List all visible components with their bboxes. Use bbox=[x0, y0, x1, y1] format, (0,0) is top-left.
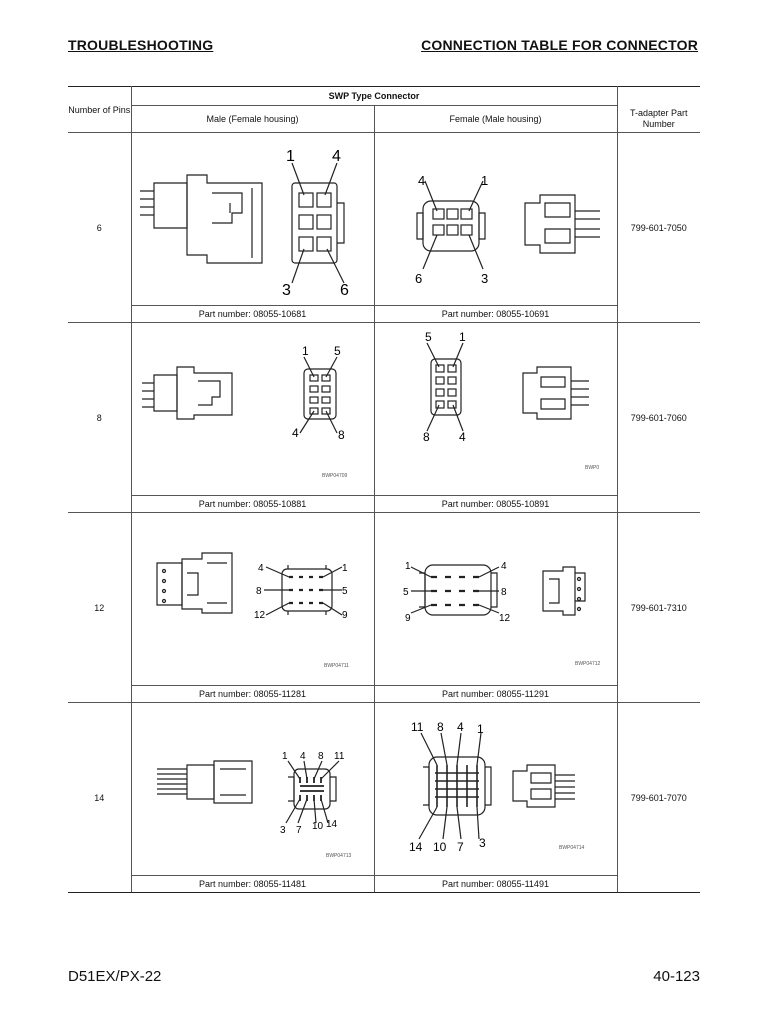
col-header-male: Male (Female housing) bbox=[130, 105, 375, 133]
male-part-14: Part number: 08055-11481 bbox=[130, 875, 375, 893]
model-number: D51EX/PX-22 bbox=[68, 968, 162, 985]
male-6-pin-4: 4 bbox=[332, 148, 341, 165]
pins-6: 6 bbox=[68, 132, 132, 323]
tadapter-14: 799-601-7070 bbox=[616, 702, 700, 893]
female-14-pin-3: 3 bbox=[479, 836, 486, 850]
page-number: 40-123 bbox=[653, 968, 700, 985]
female-6-pin-4: 4 bbox=[418, 173, 425, 188]
col-header-tadapter: T-adapter Part Number bbox=[616, 105, 700, 133]
female-12-figure-code: BWP04712 bbox=[575, 661, 601, 667]
col-header-pins: Number of Pins bbox=[68, 86, 132, 133]
female-connector-12-drawing: 1 4 5 8 9 12 BWP04712 bbox=[373, 512, 618, 686]
male-14-figure-code: BWP04713 bbox=[326, 853, 352, 859]
female-8-pin-5: 5 bbox=[425, 330, 432, 344]
tadapter-12: 799-601-7310 bbox=[616, 512, 700, 703]
female-8-pin-8: 8 bbox=[423, 430, 430, 444]
male-8-figure-code: BWP04709 bbox=[322, 473, 348, 479]
male-14-pin-1: 1 bbox=[282, 751, 288, 762]
male-12-pin-4: 4 bbox=[258, 563, 264, 574]
section-title: TROUBLESHOOTING bbox=[68, 37, 214, 53]
female-part-12: Part number: 08055-11291 bbox=[373, 685, 618, 703]
male-part-6: Part number: 08055-10681 bbox=[130, 305, 375, 323]
male-6-pin-1: 1 bbox=[286, 148, 295, 165]
female-14-pin-1: 1 bbox=[477, 722, 484, 736]
male-6-pin-3: 3 bbox=[282, 282, 291, 299]
male-14-pin-11: 11 bbox=[334, 751, 345, 762]
male-14-pin-14: 14 bbox=[326, 819, 338, 830]
female-14-pin-10: 10 bbox=[433, 840, 447, 854]
female-connector-12-diagram: 1 4 5 8 9 12 BWP04712 bbox=[403, 561, 601, 667]
male-12-pin-12: 12 bbox=[254, 610, 266, 621]
male-connector-12-diagram: 4 1 8 5 12 9 BWP04711 bbox=[155, 552, 349, 669]
female-connector-14-drawing: 11 8 4 1 14 10 7 3 BWP04714 bbox=[373, 702, 618, 876]
male-8-pin-8: 8 bbox=[338, 428, 345, 442]
female-14-pin-7: 7 bbox=[457, 840, 464, 854]
connector-table: Number of Pins SWP Type Connector Male (… bbox=[68, 86, 700, 893]
male-connector-6-diagram: 1 4 3 6 bbox=[139, 148, 349, 299]
female-6-pin-6: 6 bbox=[415, 271, 422, 286]
female-part-6: Part number: 08055-10691 bbox=[373, 305, 618, 323]
male-connector-14-diagram: 1 4 8 11 3 7 10 14 BWP04713 bbox=[156, 751, 352, 859]
male-14-pin-4: 4 bbox=[300, 751, 306, 762]
female-connector-8-drawing: 5 1 8 4 BWP0 bbox=[373, 322, 618, 496]
col-header-female: Female (Male housing) bbox=[373, 105, 618, 133]
female-part-8: Part number: 08055-10891 bbox=[373, 495, 618, 513]
male-8-pin-5: 5 bbox=[334, 344, 341, 358]
col-header-swp: SWP Type Connector bbox=[130, 86, 618, 106]
tadapter-6: 799-601-7050 bbox=[616, 132, 700, 323]
male-14-pin-10: 10 bbox=[312, 821, 324, 832]
male-8-pin-4: 4 bbox=[292, 426, 299, 440]
pins-12: 12 bbox=[68, 512, 132, 703]
male-14-pin-8: 8 bbox=[318, 751, 324, 762]
female-12-pin-9: 9 bbox=[405, 613, 411, 624]
female-connector-6-drawing: 4 1 6 3 bbox=[373, 132, 618, 306]
female-12-pin-4: 4 bbox=[501, 561, 507, 572]
pins-14: 14 bbox=[68, 702, 132, 893]
female-14-pin-14: 14 bbox=[409, 840, 423, 854]
male-14-pin-3: 3 bbox=[280, 825, 286, 836]
female-14-pin-11: 11 bbox=[411, 720, 424, 734]
tadapter-8: 799-601-7060 bbox=[616, 322, 700, 513]
female-connector-8-diagram: 5 1 8 4 BWP0 bbox=[423, 330, 599, 471]
male-12-pin-5: 5 bbox=[342, 586, 348, 597]
female-12-pin-12: 12 bbox=[499, 613, 511, 624]
female-6-pin-1: 1 bbox=[481, 173, 488, 188]
female-12-pin-8: 8 bbox=[501, 587, 507, 598]
female-8-figure-code: BWP0 bbox=[585, 465, 599, 471]
male-connector-8-diagram: 1 5 4 8 BWP04709 bbox=[141, 344, 348, 479]
pins-8: 8 bbox=[68, 322, 132, 513]
male-14-pin-7: 7 bbox=[296, 825, 302, 836]
female-14-pin-4: 4 bbox=[457, 720, 464, 734]
male-12-pin-1: 1 bbox=[342, 563, 348, 574]
male-connector-6-drawing: 1 4 3 6 bbox=[130, 132, 375, 306]
female-14-pin-8: 8 bbox=[437, 720, 444, 734]
male-12-figure-code: BWP04711 bbox=[324, 663, 349, 669]
female-14-figure-code: BWP04714 bbox=[559, 845, 585, 851]
female-12-pin-1: 1 bbox=[405, 561, 411, 572]
page-title: CONNECTION TABLE FOR CONNECTOR bbox=[421, 37, 698, 53]
male-6-pin-6: 6 bbox=[340, 282, 349, 299]
female-part-14: Part number: 08055-11491 bbox=[373, 875, 618, 893]
male-12-pin-8: 8 bbox=[256, 586, 262, 597]
female-connector-14-diagram: 11 8 4 1 14 10 7 3 BWP04714 bbox=[409, 720, 585, 854]
male-12-pin-9: 9 bbox=[342, 610, 348, 621]
female-connector-6-diagram: 4 1 6 3 bbox=[415, 173, 600, 286]
male-part-8: Part number: 08055-10881 bbox=[130, 495, 375, 513]
male-8-pin-1: 1 bbox=[302, 344, 309, 358]
female-8-pin-1: 1 bbox=[459, 330, 466, 344]
female-12-pin-5: 5 bbox=[403, 587, 409, 598]
female-6-pin-3: 3 bbox=[481, 271, 488, 286]
male-connector-14-drawing: 1 4 8 11 3 7 10 14 BWP04713 bbox=[130, 702, 375, 876]
male-connector-8-drawing: 1 5 4 8 BWP04709 bbox=[130, 322, 375, 496]
male-part-12: Part number: 08055-11281 bbox=[130, 685, 375, 703]
female-8-pin-4: 4 bbox=[459, 430, 466, 444]
male-connector-12-drawing: 4 1 8 5 12 9 BWP04711 bbox=[130, 512, 375, 686]
